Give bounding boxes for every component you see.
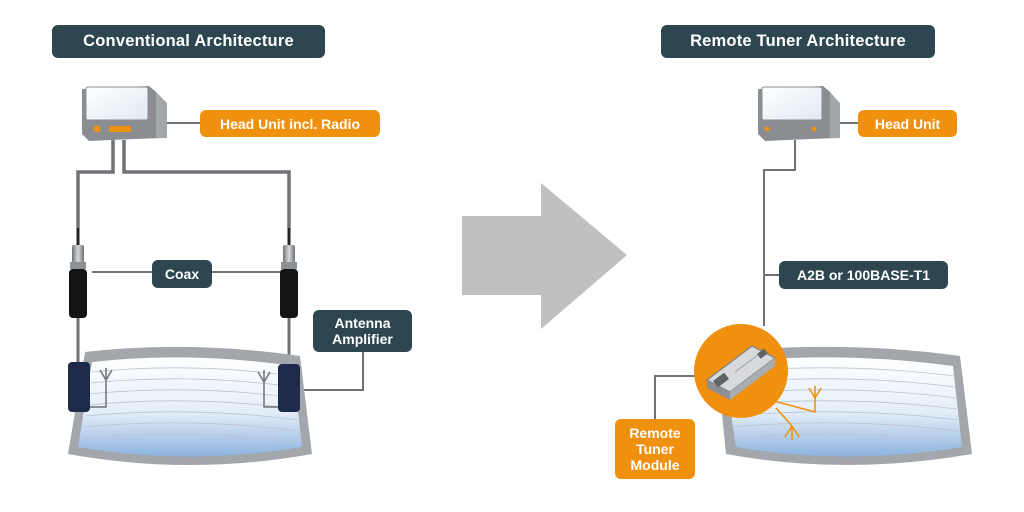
antenna-icon xyxy=(769,386,822,440)
remote-tuner-module-label: Remote Tuner Module xyxy=(615,419,695,479)
bus-label: A2B or 100BASE-T1 xyxy=(779,261,948,289)
tuner-module-icon xyxy=(694,324,788,418)
coax-connector-icon xyxy=(69,228,87,318)
head-unit-icon xyxy=(82,86,167,141)
antenna-icon xyxy=(257,370,271,383)
right-title: Remote Tuner Architecture xyxy=(661,25,935,58)
antenna-amplifier-label: Antenna Amplifier xyxy=(313,310,412,352)
head-unit-icon xyxy=(758,86,840,141)
head-unit-label: Head Unit xyxy=(858,110,957,137)
coax-connector-icon xyxy=(280,228,298,318)
antenna-amplifier-left xyxy=(68,362,107,412)
antenna-icon xyxy=(99,368,113,381)
left-title: Conventional Architecture xyxy=(52,25,325,58)
big-right-arrow-icon xyxy=(462,183,627,329)
right-cabling xyxy=(654,140,796,420)
head-unit-radio-label: Head Unit incl. Radio xyxy=(200,110,380,137)
coax-label: Coax xyxy=(152,260,212,288)
windshield-icon xyxy=(68,346,312,465)
antenna-amplifier-right xyxy=(263,364,300,412)
